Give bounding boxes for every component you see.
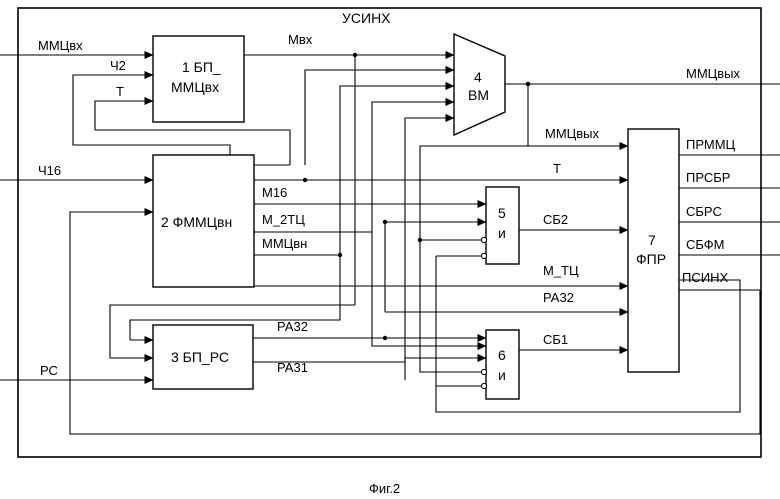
wire-mmc-out-to-b5 <box>419 145 528 241</box>
label-m-in: Мвх <box>288 32 313 47</box>
block-1-label-line2: ММЦвх <box>171 79 219 95</box>
label-ch2: Ч2 <box>110 58 126 73</box>
label-t-in: Т <box>116 84 124 99</box>
wire-ch2 <box>72 71 231 155</box>
block-3-label: 3 БП_РС <box>171 349 229 365</box>
label-sbfm: СБФМ <box>686 237 725 252</box>
wire-vm-in5 <box>404 114 455 380</box>
label-mmc-out-b7: ММЦвых <box>545 126 600 141</box>
block-6-label-line2: и <box>498 367 506 383</box>
label-prmmc: ПРММЦ <box>686 137 736 152</box>
label-mmc-in: ММЦвх <box>38 38 83 53</box>
usinh-frame <box>17 7 762 458</box>
block-1-bp-mmc-in: 1 БП_ ММЦвх <box>152 35 245 123</box>
figure-caption: Фиг.2 <box>369 481 400 496</box>
label-m-2tc: М_2ТЦ <box>262 212 305 227</box>
wire-vm-in3 <box>339 82 455 255</box>
label-m16: М16 <box>262 185 287 200</box>
wire-m-in-to-b3 <box>109 304 355 362</box>
wire-vm-in4 <box>371 98 455 232</box>
wires <box>0 51 780 435</box>
block-2-fmmc-vn: 2 ФММЦвн <box>152 154 255 288</box>
system-title: УСИНХ <box>342 10 391 26</box>
label-ra32-b7: РА32 <box>543 290 574 305</box>
label-sb2: СБ2 <box>543 212 568 227</box>
label-t-b7: Т <box>553 161 561 176</box>
block-1-label-line1: 1 БП_ <box>182 59 221 75</box>
block-5-label-line1: 5 <box>498 205 506 221</box>
block-7-label-line2: ФПР <box>636 251 666 267</box>
wire-mmc-out-to-b6 <box>419 240 482 373</box>
wire-m-2tc-to-b6 <box>371 232 487 350</box>
label-mmc-vn: ММЦвн <box>262 236 307 251</box>
label-sbrs: СБРС <box>686 204 722 219</box>
label-ch16: Ч16 <box>38 163 61 178</box>
block-3-bp-rs: 3 БП_РС <box>152 324 254 390</box>
label-sb1: СБ1 <box>543 332 568 347</box>
signal-labels: ММЦвх Ч2 Т Ч16 РС Мвх ММЦвых ММЦвых Т М1… <box>38 32 741 378</box>
block-4-label-line1: 4 <box>474 69 482 85</box>
label-ra31: РА31 <box>277 360 308 375</box>
wire-t-in <box>94 97 291 165</box>
label-mmc-out-right: ММЦвых <box>686 66 741 81</box>
block-2-label: 2 ФММЦвн <box>161 214 232 230</box>
block-5-label-line2: и <box>498 225 506 241</box>
block-5-and: 5 и <box>485 186 520 265</box>
label-ra32-b3: РА32 <box>277 319 308 334</box>
block-4-vm-mux: 4 ВМ <box>453 32 506 137</box>
block-6-label-line1: 6 <box>498 347 506 363</box>
wire-ra31 <box>253 354 487 363</box>
label-m-tc: М_ТЦ <box>543 263 579 278</box>
label-rs: РС <box>40 363 58 378</box>
wire-vm-in2 <box>304 66 455 165</box>
label-prsbr: ПРСБР <box>686 170 730 185</box>
block-7-label-line1: 7 <box>648 232 656 248</box>
wire-psinh-feedback <box>69 208 761 435</box>
block-4-label-line2: ВМ <box>468 87 489 103</box>
label-psinh: ПСИНХ <box>682 270 728 285</box>
wire-psinh-loop <box>435 256 741 413</box>
wire-b3-loop <box>129 255 341 340</box>
block-6-and: 6 и <box>485 329 520 400</box>
block-7-fpr: 7 ФПР <box>627 128 680 373</box>
